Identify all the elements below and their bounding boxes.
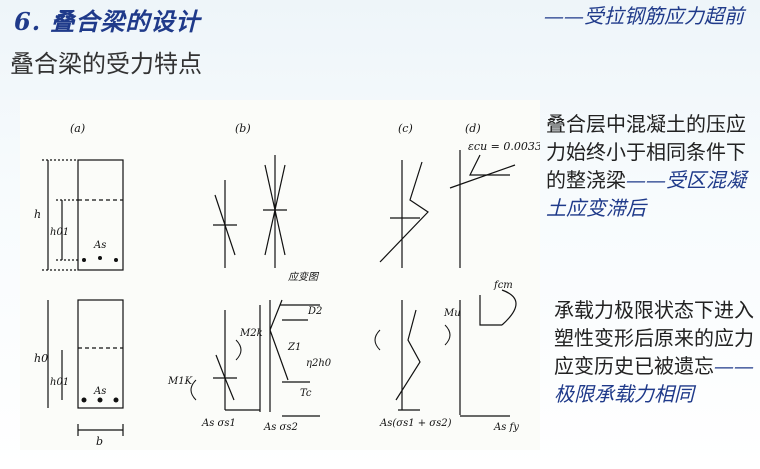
eta2h0-label: η2h0 xyxy=(306,358,332,369)
steel-area-label-b: As xyxy=(93,386,106,397)
ultimate-strain-label: εcu = 0.0033 xyxy=(468,140,540,153)
steel-force-s2-label: As σs2 xyxy=(263,422,298,433)
composite-beam-diagram: (a) (b) (c) (d) εcu = 0.0033 h h01 As 应变… xyxy=(34,122,542,448)
steel-force-s1-label: As σs1 xyxy=(201,418,236,429)
strain-diagram-caption: 应变图 xyxy=(288,271,320,283)
fcm-label: fcm xyxy=(493,280,513,291)
label-d: (d) xyxy=(465,122,481,135)
ultimate-capacity-text: 承载力极限状态下进入塑性变形后原来的应力应变历史已被遗忘 xyxy=(554,298,754,378)
label-c: (c) xyxy=(398,122,413,135)
width-label: b xyxy=(96,435,103,448)
moment-m2k-label: M2k xyxy=(239,328,263,339)
compression-lag-text: 叠合层中混凝土的压应力始终小于相同条件下的整浇梁 xyxy=(546,112,746,192)
precast-depth-label-a: h01 xyxy=(50,227,69,238)
label-b: (b) xyxy=(235,122,251,135)
compression-lag-note: 叠合层中混凝土的压应力始终小于相同条件下的整浇梁——受区混凝土应变滞后 xyxy=(546,110,756,222)
tc-label: Tc xyxy=(300,388,312,399)
tension-steel-note: ——受拉钢筋应力超前 xyxy=(544,4,744,28)
ultimate-capacity-note: 承载力极限状态下进入塑性变形后原来的应力应变历史已被遗忘——极限承载力相同 xyxy=(554,296,756,408)
section-a-bottom xyxy=(77,299,124,409)
section-a-top xyxy=(77,159,124,271)
moment-mu-label: Mu xyxy=(443,308,461,319)
effective-depth-label: h0 xyxy=(34,352,48,365)
label-a: (a) xyxy=(70,122,85,135)
moment-m1k-label: M1K xyxy=(167,376,193,387)
steel-area-label-a: As xyxy=(93,240,106,251)
compression-lag-emphasis: ——受区混凝土应变滞后 xyxy=(546,168,746,220)
steel-yield-force-label: As fy xyxy=(493,422,519,433)
d2-label: D2 xyxy=(307,306,322,317)
ultimate-capacity-emphasis: ——极限承载力相同 xyxy=(554,354,754,406)
height-label-a: h xyxy=(34,208,41,221)
composite-beam-figure: (a) (b) (c) (d) εcu = 0.0033 h h01 As 应变… xyxy=(20,100,542,450)
slide-title: 6. 叠合梁的设计 xyxy=(14,7,201,36)
steel-force-sum-label: As(σs1 + σs2) xyxy=(379,418,452,429)
precast-depth-label-b: h01 xyxy=(50,377,69,388)
z1-label: Z1 xyxy=(287,342,301,353)
slide-subtitle: 叠合梁的受力特点 xyxy=(10,50,202,78)
